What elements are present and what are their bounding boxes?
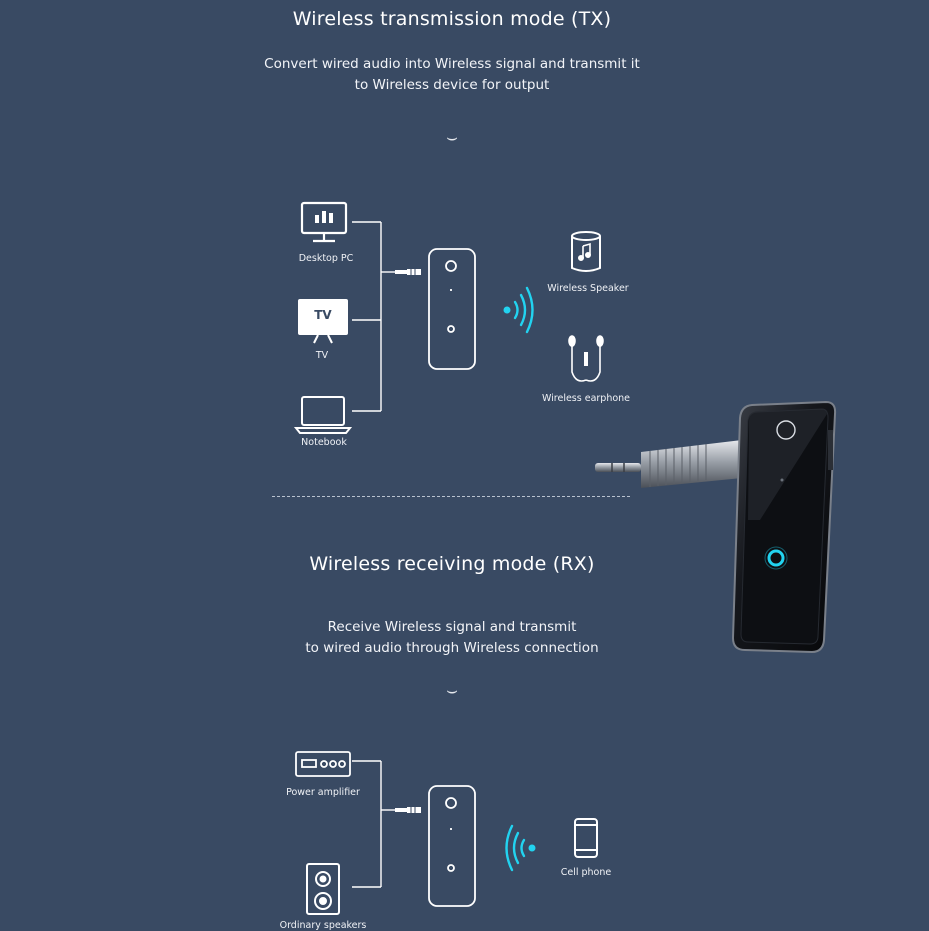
tv-icon xyxy=(298,299,348,344)
source-label-notebook: Notebook xyxy=(301,437,347,448)
cell-phone-icon xyxy=(574,818,598,858)
output-label-wireless-speaker: Wireless Speaker xyxy=(547,283,629,294)
rx-description-line1: Receive Wireless signal and transmit xyxy=(327,619,577,635)
output-label-ordinary-speakers: Ordinary speakers xyxy=(279,920,367,931)
bluetooth-adapter-icon xyxy=(595,400,837,654)
rx-description-line2: to wired audio through Wireless connecti… xyxy=(305,640,599,656)
rx-description: Receive Wireless signal and transmit to … xyxy=(0,617,904,659)
tx-description-line1: Convert wired audio into Wireless signal… xyxy=(264,56,640,72)
power-amplifier-icon xyxy=(295,751,351,777)
tx-adapter-icon xyxy=(428,248,476,370)
tx-description: Convert wired audio into Wireless signal… xyxy=(0,54,904,96)
rx-audio-jack-icon xyxy=(395,807,421,813)
ordinary-speaker-icon xyxy=(306,863,340,915)
tx-wireless-signal-icon xyxy=(503,286,534,334)
output-label-wireless-earphone: Wireless earphone xyxy=(541,393,631,404)
tx-description-line2: to Wireless device for output xyxy=(354,77,550,93)
tx-title: Wireless transmission mode (TX) xyxy=(292,8,612,30)
output-label-power-amplifier: Power amplifier xyxy=(286,787,360,798)
tx-connector-lines xyxy=(352,221,395,412)
section-divider xyxy=(272,496,630,497)
source-label-cell-phone: Cell phone xyxy=(560,867,612,878)
rx-chevron-down-icon: ⌣ xyxy=(446,680,458,701)
rx-connector-lines xyxy=(352,760,395,888)
tx-chevron-down-icon: ⌣ xyxy=(446,127,458,148)
rx-title: Wireless receiving mode (RX) xyxy=(309,553,595,575)
tx-audio-jack-icon xyxy=(395,269,421,275)
tv-screen-text: TV xyxy=(314,308,332,322)
rx-adapter-icon xyxy=(428,785,476,907)
desktop-pc-icon xyxy=(300,201,348,243)
source-label-desktop-pc: Desktop PC xyxy=(298,253,354,264)
source-label-tv: TV xyxy=(315,350,329,361)
rx-wireless-signal-icon xyxy=(505,824,536,872)
wireless-speaker-icon xyxy=(571,231,601,272)
notebook-icon xyxy=(293,396,353,434)
wireless-earphone-icon xyxy=(568,335,604,382)
